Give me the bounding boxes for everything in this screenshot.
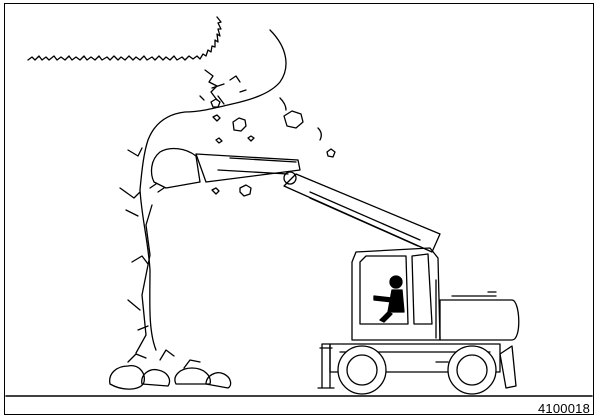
excavator-boom xyxy=(283,173,441,253)
excavator-cab xyxy=(351,247,441,341)
figure-code: 4100018 xyxy=(537,401,590,416)
overhang-cliff xyxy=(139,29,287,191)
excavator-body xyxy=(439,299,520,341)
crack-small xyxy=(199,75,247,101)
operator-silhouette xyxy=(373,275,405,323)
crack-line xyxy=(204,69,225,105)
arm-hydraulic xyxy=(217,157,297,175)
slope-face xyxy=(139,189,157,351)
dozer-blade xyxy=(499,345,517,389)
bucket-teeth xyxy=(149,183,165,193)
wheel-rear xyxy=(447,345,497,395)
stabilizer-leg xyxy=(317,343,335,389)
boom-hydraulic xyxy=(309,191,421,247)
boom-pivot xyxy=(283,171,297,185)
grass-edge xyxy=(27,16,222,61)
debris-pile xyxy=(109,349,232,390)
figure-frame xyxy=(4,3,594,415)
excavator-arm xyxy=(195,153,301,183)
counterweight xyxy=(451,291,497,297)
wheel-front xyxy=(337,345,387,395)
slope-face-inner xyxy=(135,204,153,354)
rock-cracks xyxy=(119,147,149,331)
excavator-bucket xyxy=(150,147,201,189)
falling-rocks xyxy=(210,97,336,197)
